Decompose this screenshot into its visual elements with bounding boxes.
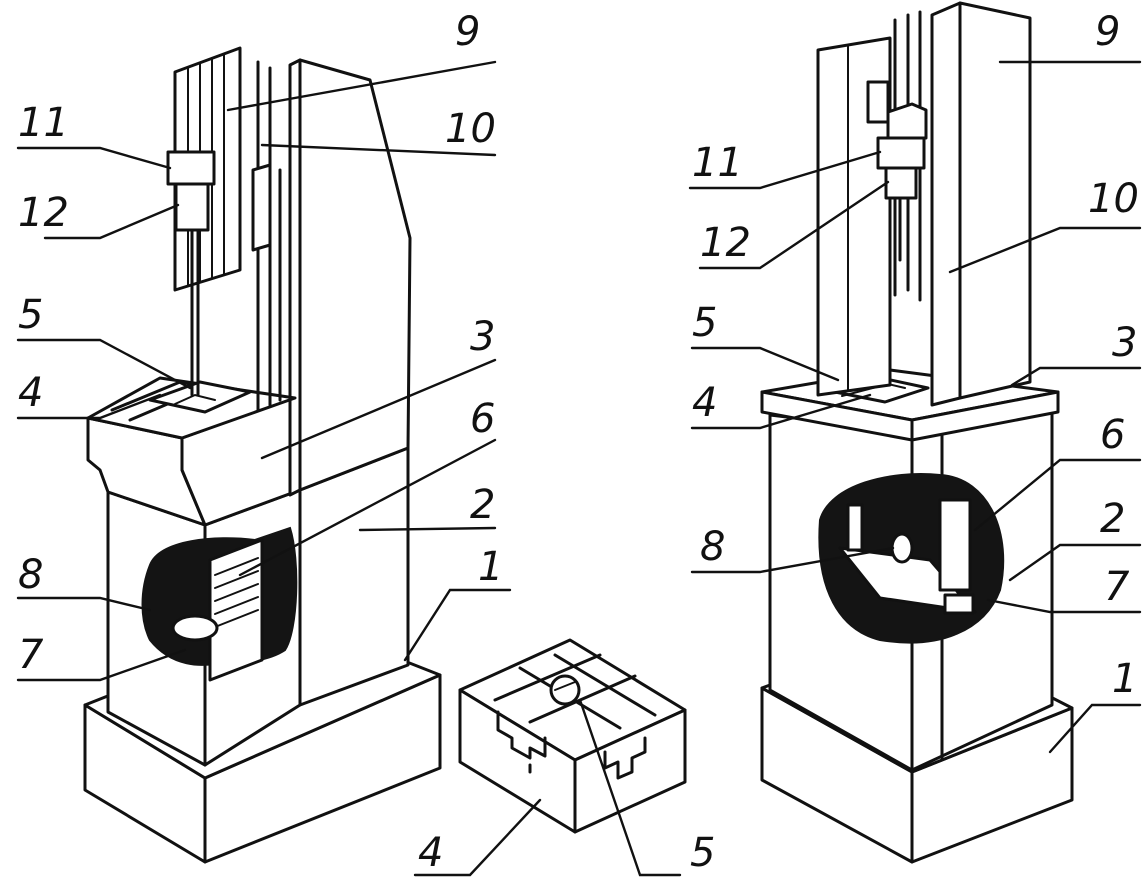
right-label-5: 5 <box>692 300 717 346</box>
right-tool-clamp <box>876 136 926 170</box>
right-label-1: 1 <box>1112 656 1137 702</box>
left-workpiece-detail <box>174 393 216 405</box>
right-tool-top <box>886 102 928 140</box>
left-leader-5 <box>16 338 192 390</box>
left-leader-7 <box>16 648 187 682</box>
right-machine: 9 11 10 12 5 3 4 6 2 8 7 1 <box>688 1 1142 864</box>
left-cavity-gear-5 <box>214 609 259 628</box>
left-label-6: 6 <box>470 396 495 442</box>
right-leader-12 <box>698 180 890 270</box>
right-label-8: 8 <box>700 524 725 570</box>
left-machine: 9 11 10 12 5 3 4 6 2 8 1 7 <box>16 9 512 864</box>
left-leader-11 <box>16 146 172 170</box>
left-label-5: 5 <box>18 292 43 338</box>
right-label-6: 6 <box>1100 412 1125 458</box>
right-label-11: 11 <box>692 140 743 186</box>
left-label-11: 11 <box>18 100 69 146</box>
detail-tslot-front-1 <box>496 710 547 760</box>
left-leader-10 <box>260 143 497 157</box>
left-cavity-gear-2 <box>214 570 259 589</box>
left-label-4: 4 <box>18 370 43 416</box>
right-leader-5 <box>690 346 840 382</box>
left-cavity-plate <box>208 538 264 682</box>
left-label-3: 3 <box>470 314 495 360</box>
detail-slot-2 <box>528 674 637 724</box>
right-front-column-face <box>958 1 1032 400</box>
right-leader-10 <box>948 226 1142 274</box>
detail-leader-4 <box>413 798 542 877</box>
right-bracket <box>866 80 890 124</box>
detail-side <box>573 708 687 834</box>
right-back-column <box>816 36 892 397</box>
detail-label-4: 4 <box>418 830 443 876</box>
detail-leader-5 <box>578 698 682 877</box>
detail-slot-4 <box>553 653 657 717</box>
right-leader-1 <box>1048 703 1142 754</box>
detail-slot-1 <box>493 653 602 702</box>
right-cavity-link-2 <box>938 498 972 592</box>
left-label-9: 9 <box>455 9 480 55</box>
table-detail: 4 5 <box>413 638 715 877</box>
right-leader-4 <box>690 393 872 430</box>
left-bracket <box>251 163 272 252</box>
left-label-12: 12 <box>18 190 69 236</box>
left-leader-9 <box>226 60 497 112</box>
right-label-4: 4 <box>692 380 717 426</box>
left-label-1: 1 <box>478 544 503 590</box>
right-cavity-foot <box>943 593 975 615</box>
right-label-12: 12 <box>700 220 751 266</box>
left-leader-6 <box>238 438 497 577</box>
right-leader-11 <box>688 150 882 190</box>
left-leader-4 <box>16 393 162 420</box>
right-front-column <box>930 1 962 407</box>
left-label-10: 10 <box>445 106 496 152</box>
detail-label-5: 5 <box>690 830 715 876</box>
right-leader-8 <box>690 546 895 574</box>
left-leader-2 <box>358 526 497 532</box>
left-cavity-gear-1 <box>214 557 259 576</box>
left-column-side <box>298 446 410 707</box>
right-cavity-pin <box>890 532 914 564</box>
left-cavity-gear-4 <box>214 596 259 615</box>
left-tool-clamp <box>166 150 216 186</box>
right-leader-6 <box>973 458 1142 532</box>
left-label-7: 7 <box>18 632 44 678</box>
left-label-8: 8 <box>18 552 43 598</box>
right-label-7: 7 <box>1104 564 1130 610</box>
detail-workpiece-shade <box>554 681 576 691</box>
right-tool-holder <box>884 166 918 200</box>
right-label-9: 9 <box>1095 9 1120 55</box>
left-leader-8 <box>16 596 152 612</box>
detail-tslot-side-1 <box>603 736 647 780</box>
left-leader-1 <box>403 588 512 662</box>
left-cavity-gear-3 <box>214 583 259 602</box>
right-leader-2 <box>1008 543 1142 582</box>
right-label-10: 10 <box>1088 176 1139 222</box>
left-label-2: 2 <box>470 482 495 528</box>
right-table-side <box>910 390 1060 442</box>
right-leader-7 <box>986 598 1142 614</box>
right-label-2: 2 <box>1100 496 1125 542</box>
left-leader-12 <box>43 203 180 240</box>
left-leader-3 <box>260 358 497 460</box>
right-leader-3 <box>1010 366 1142 387</box>
left-cavity-crank <box>171 614 219 642</box>
right-label-3: 3 <box>1112 320 1137 366</box>
right-cavity-link-1 <box>846 503 864 552</box>
left-column-face <box>298 58 412 492</box>
left-tool-holder <box>174 182 210 232</box>
